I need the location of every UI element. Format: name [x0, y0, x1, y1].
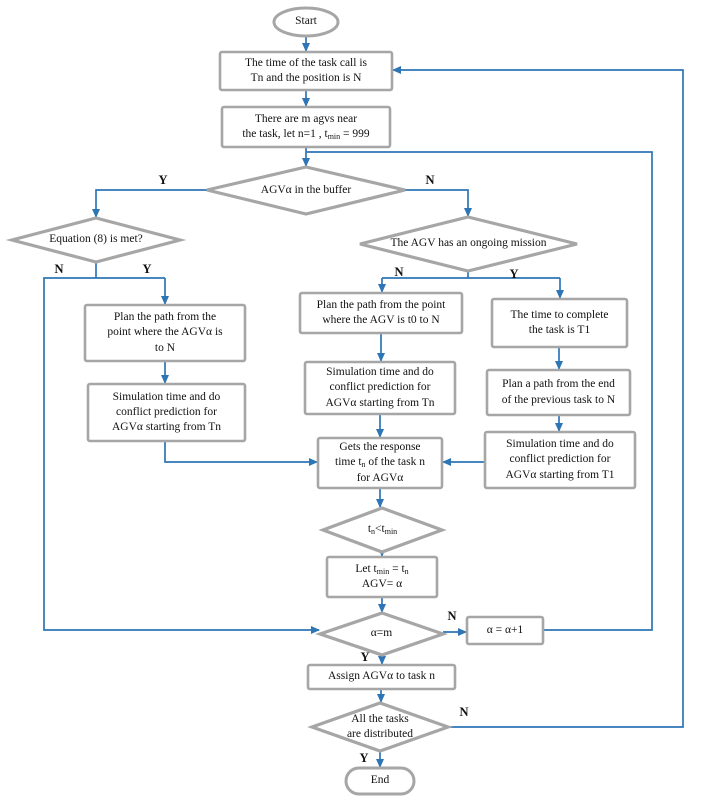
- agvs-shape: [220, 105, 392, 149]
- equation-no-label: N: [54, 261, 64, 276]
- plan-left-shape: [83, 303, 247, 363]
- tmin-diamond-shape: [318, 506, 447, 554]
- let-shape: [325, 555, 439, 599]
- start-shape: [272, 6, 340, 38]
- tmin-subscript: min: [384, 527, 398, 537]
- alpha-diamond-shape: [315, 611, 448, 657]
- end-shape: [344, 766, 416, 796]
- tmin-subscript: min: [327, 132, 341, 141]
- plan-mid-node: Plan the path from the point where the A…: [316, 298, 446, 326]
- tn-subscript: n: [361, 460, 366, 470]
- increment-node: α = α+1: [486, 623, 524, 636]
- buffer-yes-label: Y: [158, 172, 168, 187]
- buffer-decision-node: AGVα in the buffer: [260, 183, 352, 196]
- alpha-yes-label: Y: [360, 649, 370, 664]
- buffer-diamond-shape: [206, 165, 406, 216]
- assign-node: Assign AGVα to task n: [328, 670, 435, 683]
- edge-equation-no-to-alpha-check: [43, 277, 320, 634]
- tn-subscript: n: [404, 566, 409, 576]
- equation-yes-label: Y: [142, 261, 152, 276]
- edge-buffer-no-to-mission: [405, 189, 472, 217]
- edge-increment-loop-to-buffer: [306, 151, 653, 631]
- mission-yes-label: Y: [509, 266, 519, 281]
- sim-t1-shape: [483, 430, 637, 490]
- plan-end-shape: [485, 368, 632, 417]
- sim-left-node: Simulation time and do conflict predicti…: [112, 390, 221, 434]
- edge-buffer-yes-to-equation: [92, 189, 207, 218]
- alpha-decision-node: α=m: [370, 627, 393, 640]
- sim-t1-node: Simulation time and do conflict predicti…: [505, 438, 615, 481]
- sim-left-shape: [86, 382, 247, 443]
- task-call-shape: [218, 50, 394, 92]
- alltasks-yes-label: Y: [359, 750, 369, 765]
- time-t1-node: The time to complete the task is T1: [510, 308, 609, 336]
- buffer-no-label: N: [425, 172, 435, 187]
- plan-mid-shape: [298, 291, 464, 335]
- assign-shape: [306, 663, 457, 691]
- task-call-node: The time of the task call is Tn and the …: [245, 56, 367, 84]
- sim-mid-shape: [303, 360, 457, 416]
- tmin-subscript: min: [376, 566, 390, 576]
- time-t1-shape: [490, 297, 629, 349]
- mission-decision-node: The AGV has an ongoing mission: [390, 237, 547, 250]
- alpha-no-label: N: [447, 608, 457, 623]
- tmin-decision-node: tn<tmin: [367, 523, 398, 537]
- tn-subscript: n: [371, 527, 376, 537]
- end-node: End: [370, 774, 390, 787]
- gets-shape: [316, 436, 444, 490]
- start-node: Start: [295, 15, 317, 28]
- alltasks-diamond-shape: [307, 701, 453, 753]
- edge-sim-left-to-gets: [164, 441, 318, 466]
- sim-mid-node: Simulation time and do conflict predicti…: [325, 366, 435, 409]
- equation-diamond-shape: [5, 216, 187, 264]
- plan-end-node: Plan a path from the end of the previous…: [501, 378, 616, 406]
- increment-shape: [465, 615, 545, 646]
- alltasks-decision-node: All the tasks are distributed: [346, 712, 414, 740]
- plan-left-node: Plan the path from the point where the A…: [107, 311, 223, 354]
- mission-diamond-shape: [359, 215, 578, 273]
- edge-alltasks-no-loop-to-taskcall: [392, 66, 684, 728]
- alltasks-no-label: N: [459, 704, 469, 719]
- mission-no-label: N: [394, 264, 404, 279]
- equation-decision-node: Equation (8) is met?: [49, 233, 143, 246]
